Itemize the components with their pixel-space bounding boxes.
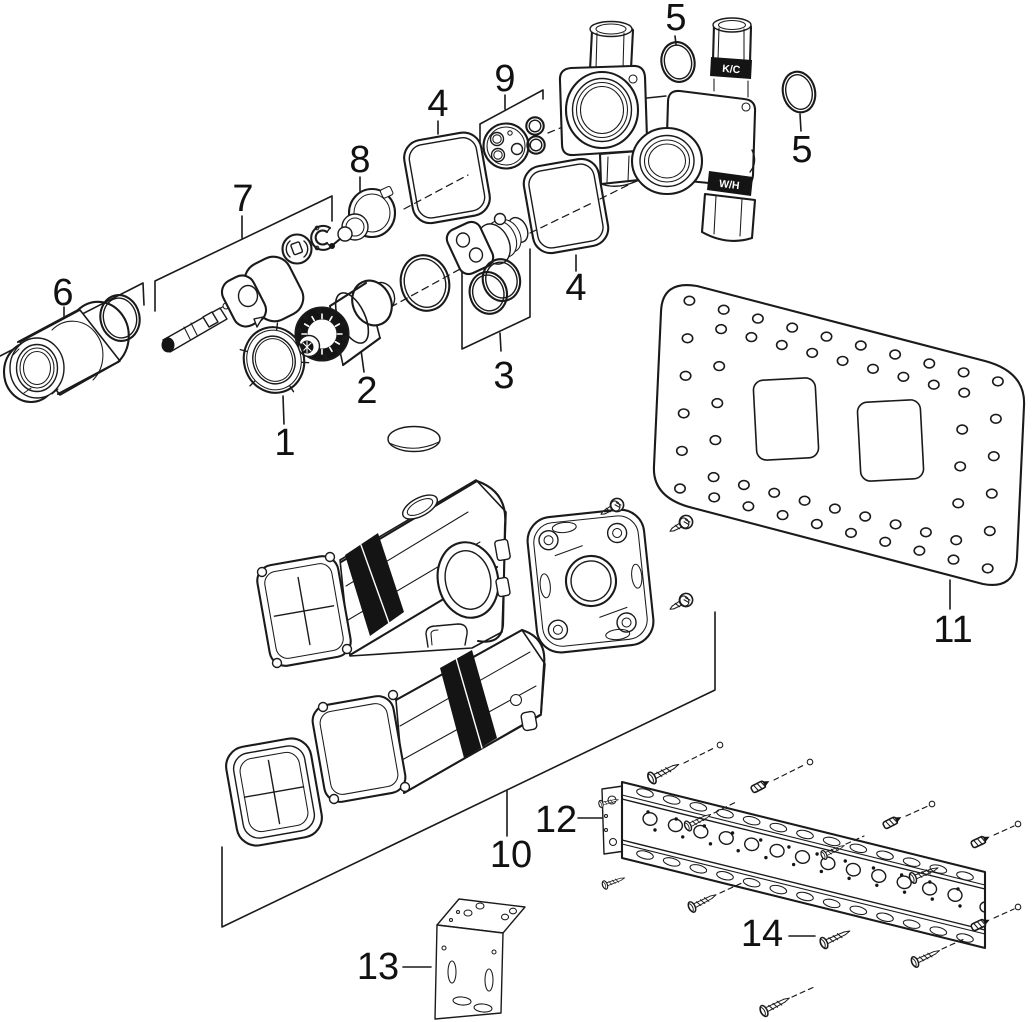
part-6-extension-sleeve xyxy=(2,294,141,404)
plate-hole-grid xyxy=(673,295,1004,574)
part-11-protection-plate xyxy=(652,284,1026,586)
box-cover-cap xyxy=(387,425,441,453)
callout-13: 13 xyxy=(357,946,399,988)
callout-4b: 4 xyxy=(565,267,586,309)
lower-mounting-box xyxy=(311,623,546,805)
box-front-frame xyxy=(225,737,323,847)
part-4-gasket-left xyxy=(403,131,491,225)
part-9-seal-set xyxy=(482,116,546,170)
hot-marking-text: W/H xyxy=(718,178,740,192)
callout-leader-lines xyxy=(0,35,951,968)
part-5-oring-left xyxy=(660,41,696,83)
callout-11: 11 xyxy=(933,609,972,651)
callout-4a: 4 xyxy=(427,83,448,125)
part-13-angle-bracket xyxy=(434,898,526,1020)
callout-1: 1 xyxy=(274,422,295,464)
callout-3: 3 xyxy=(493,355,514,397)
cold-marking-band xyxy=(710,57,752,79)
valve-screw-dot xyxy=(741,102,751,112)
callout-14: 14 xyxy=(741,913,783,955)
callout-10: 10 xyxy=(490,834,532,876)
callout-5b: 5 xyxy=(791,129,812,171)
upper-mounting-box xyxy=(256,479,511,669)
plate-cutout-left xyxy=(752,377,820,461)
callout-labels: 1 2 3 4 4 5 5 6 7 8 9 10 11 12 13 14 xyxy=(52,0,972,988)
callout-9: 9 xyxy=(494,58,515,100)
callout-8: 8 xyxy=(349,139,370,181)
part-5-oring-right xyxy=(781,70,817,114)
flange-screw xyxy=(665,590,696,616)
part-4-gasket-right xyxy=(522,157,610,255)
callout-5a: 5 xyxy=(665,0,686,39)
part-2-cartridge xyxy=(294,279,396,367)
part-1-ring xyxy=(239,322,310,394)
part-7-spindle-group xyxy=(161,224,333,353)
plate-cutout-right xyxy=(856,399,925,482)
part-12-mounting-rail xyxy=(601,780,987,950)
callout-6: 6 xyxy=(52,272,73,314)
valve-outlet-socket xyxy=(630,126,704,196)
hot-marking-band xyxy=(707,171,753,196)
callout-12: 12 xyxy=(535,799,577,841)
cartridge-oring xyxy=(399,254,451,312)
cold-marking-text: K/C xyxy=(722,63,741,77)
part-10-box-group xyxy=(225,425,696,847)
valve-body: K/C W/H xyxy=(558,17,757,242)
valve-screw-dot xyxy=(628,74,638,84)
rail-hole-pattern xyxy=(636,788,974,943)
function-block-flange xyxy=(526,508,655,654)
callout-2: 2 xyxy=(356,370,377,412)
part-3-piston-set xyxy=(445,212,529,315)
flange-screw xyxy=(665,512,696,538)
part-14-fasteners xyxy=(597,741,1022,1019)
part-8-cartridge xyxy=(329,185,397,249)
callout-7: 7 xyxy=(232,178,253,220)
